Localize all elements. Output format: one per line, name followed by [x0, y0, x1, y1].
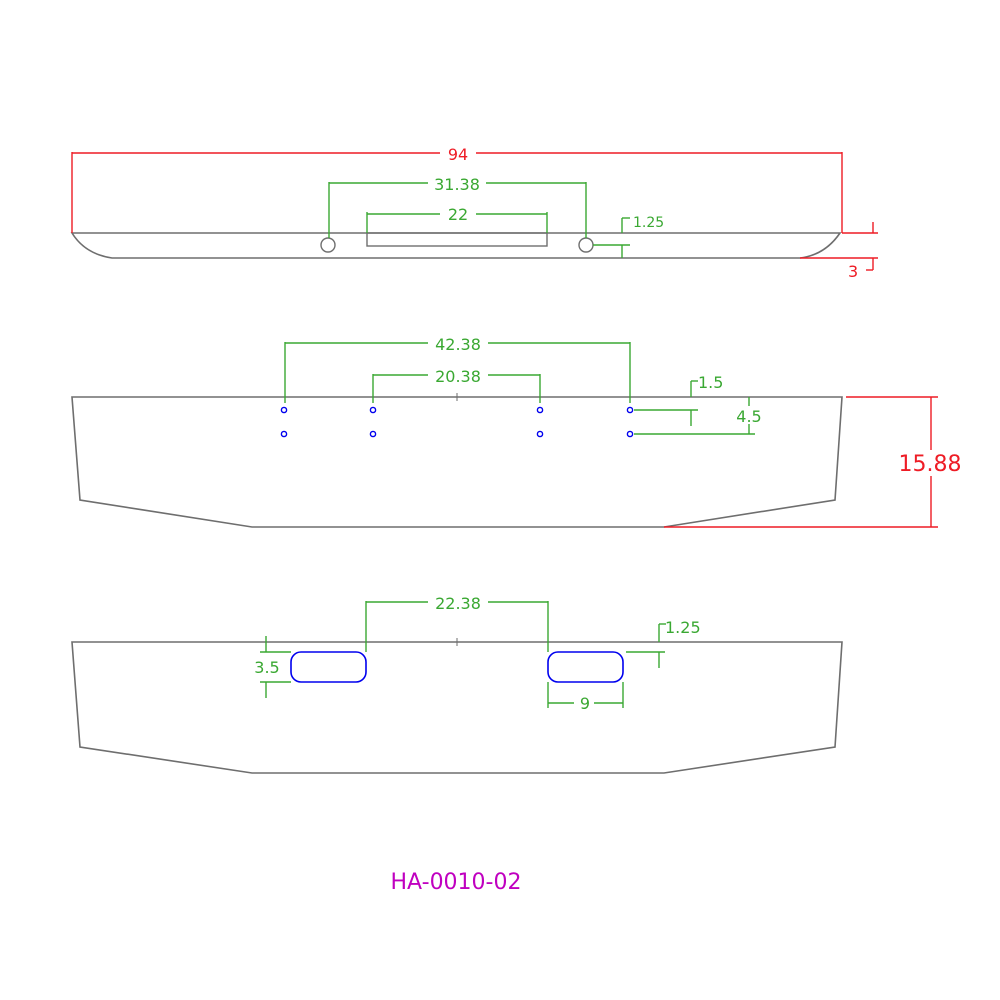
- dimension-overall-length-label: 94: [448, 145, 468, 164]
- dimension-hole-row-spacing-label: 4.5: [736, 407, 761, 426]
- bottom-view-outline: [71, 641, 843, 774]
- dimension-slot-top-offset-label: 1.25: [665, 618, 701, 637]
- hole: [626, 406, 634, 414]
- dimension-slot-length: [366, 212, 548, 233]
- dimension-slot-spacing-label: 22.38: [435, 594, 481, 613]
- dimension-overall-length: [71, 152, 843, 233]
- front-view-outline: [71, 396, 843, 528]
- hole: [280, 430, 288, 438]
- dimension-outer-hole-spacing-label: 42.38: [435, 335, 481, 354]
- dimension-slot-width-label: 9: [580, 694, 590, 713]
- hole: [369, 406, 377, 414]
- bottom-view-right-slot: [547, 651, 624, 683]
- dimension-edge-offset-label: 1.25: [633, 215, 664, 231]
- hole: [536, 406, 544, 414]
- dimension-inner-hole-spacing-label: 20.38: [435, 367, 481, 386]
- dimension-end-drop: [800, 222, 878, 271]
- dimension-end-drop-label: 3: [848, 262, 858, 281]
- front-view: 42.38 20.38 1.5 4.5: [71, 335, 962, 528]
- dimension-slot-height-label: 3.5: [254, 658, 279, 677]
- hole: [369, 430, 377, 438]
- dimension-slot-width: [547, 682, 624, 708]
- dimension-hole-top-offset-label: 1.5: [698, 373, 723, 392]
- dimension-hole-spacing-label: 31.38: [434, 175, 480, 194]
- part-number: HA-0010-02: [391, 870, 522, 895]
- top-view-left-hole: [320, 237, 336, 253]
- dimension-hole-spacing: [328, 182, 587, 238]
- top-view-slot: [366, 232, 548, 247]
- dimension-outer-hole-spacing: [284, 342, 631, 403]
- hole: [280, 406, 288, 414]
- hole: [626, 430, 634, 438]
- hole: [536, 430, 544, 438]
- dimension-height-label: 15.88: [899, 452, 962, 477]
- bottom-view: 22.38 1.25 3.5 9: [71, 594, 843, 774]
- top-view: 94 31.38 22 1.25: [70, 145, 878, 281]
- dimension-slot-top-offset: [626, 623, 666, 668]
- dimension-slot-length-label: 22: [448, 205, 468, 224]
- dimension-height: [664, 396, 938, 528]
- dimension-hole-row-spacing: [634, 397, 755, 435]
- dimension-slot-spacing: [365, 601, 549, 652]
- dimension-hole-top-offset: [634, 380, 698, 426]
- dimension-slot-height: [260, 636, 291, 698]
- bottom-view-left-slot: [290, 651, 367, 683]
- top-view-right-hole: [578, 237, 594, 253]
- front-view-holes: [280, 406, 634, 438]
- dimension-inner-hole-spacing: [372, 374, 541, 403]
- dimension-edge-offset: [593, 217, 630, 258]
